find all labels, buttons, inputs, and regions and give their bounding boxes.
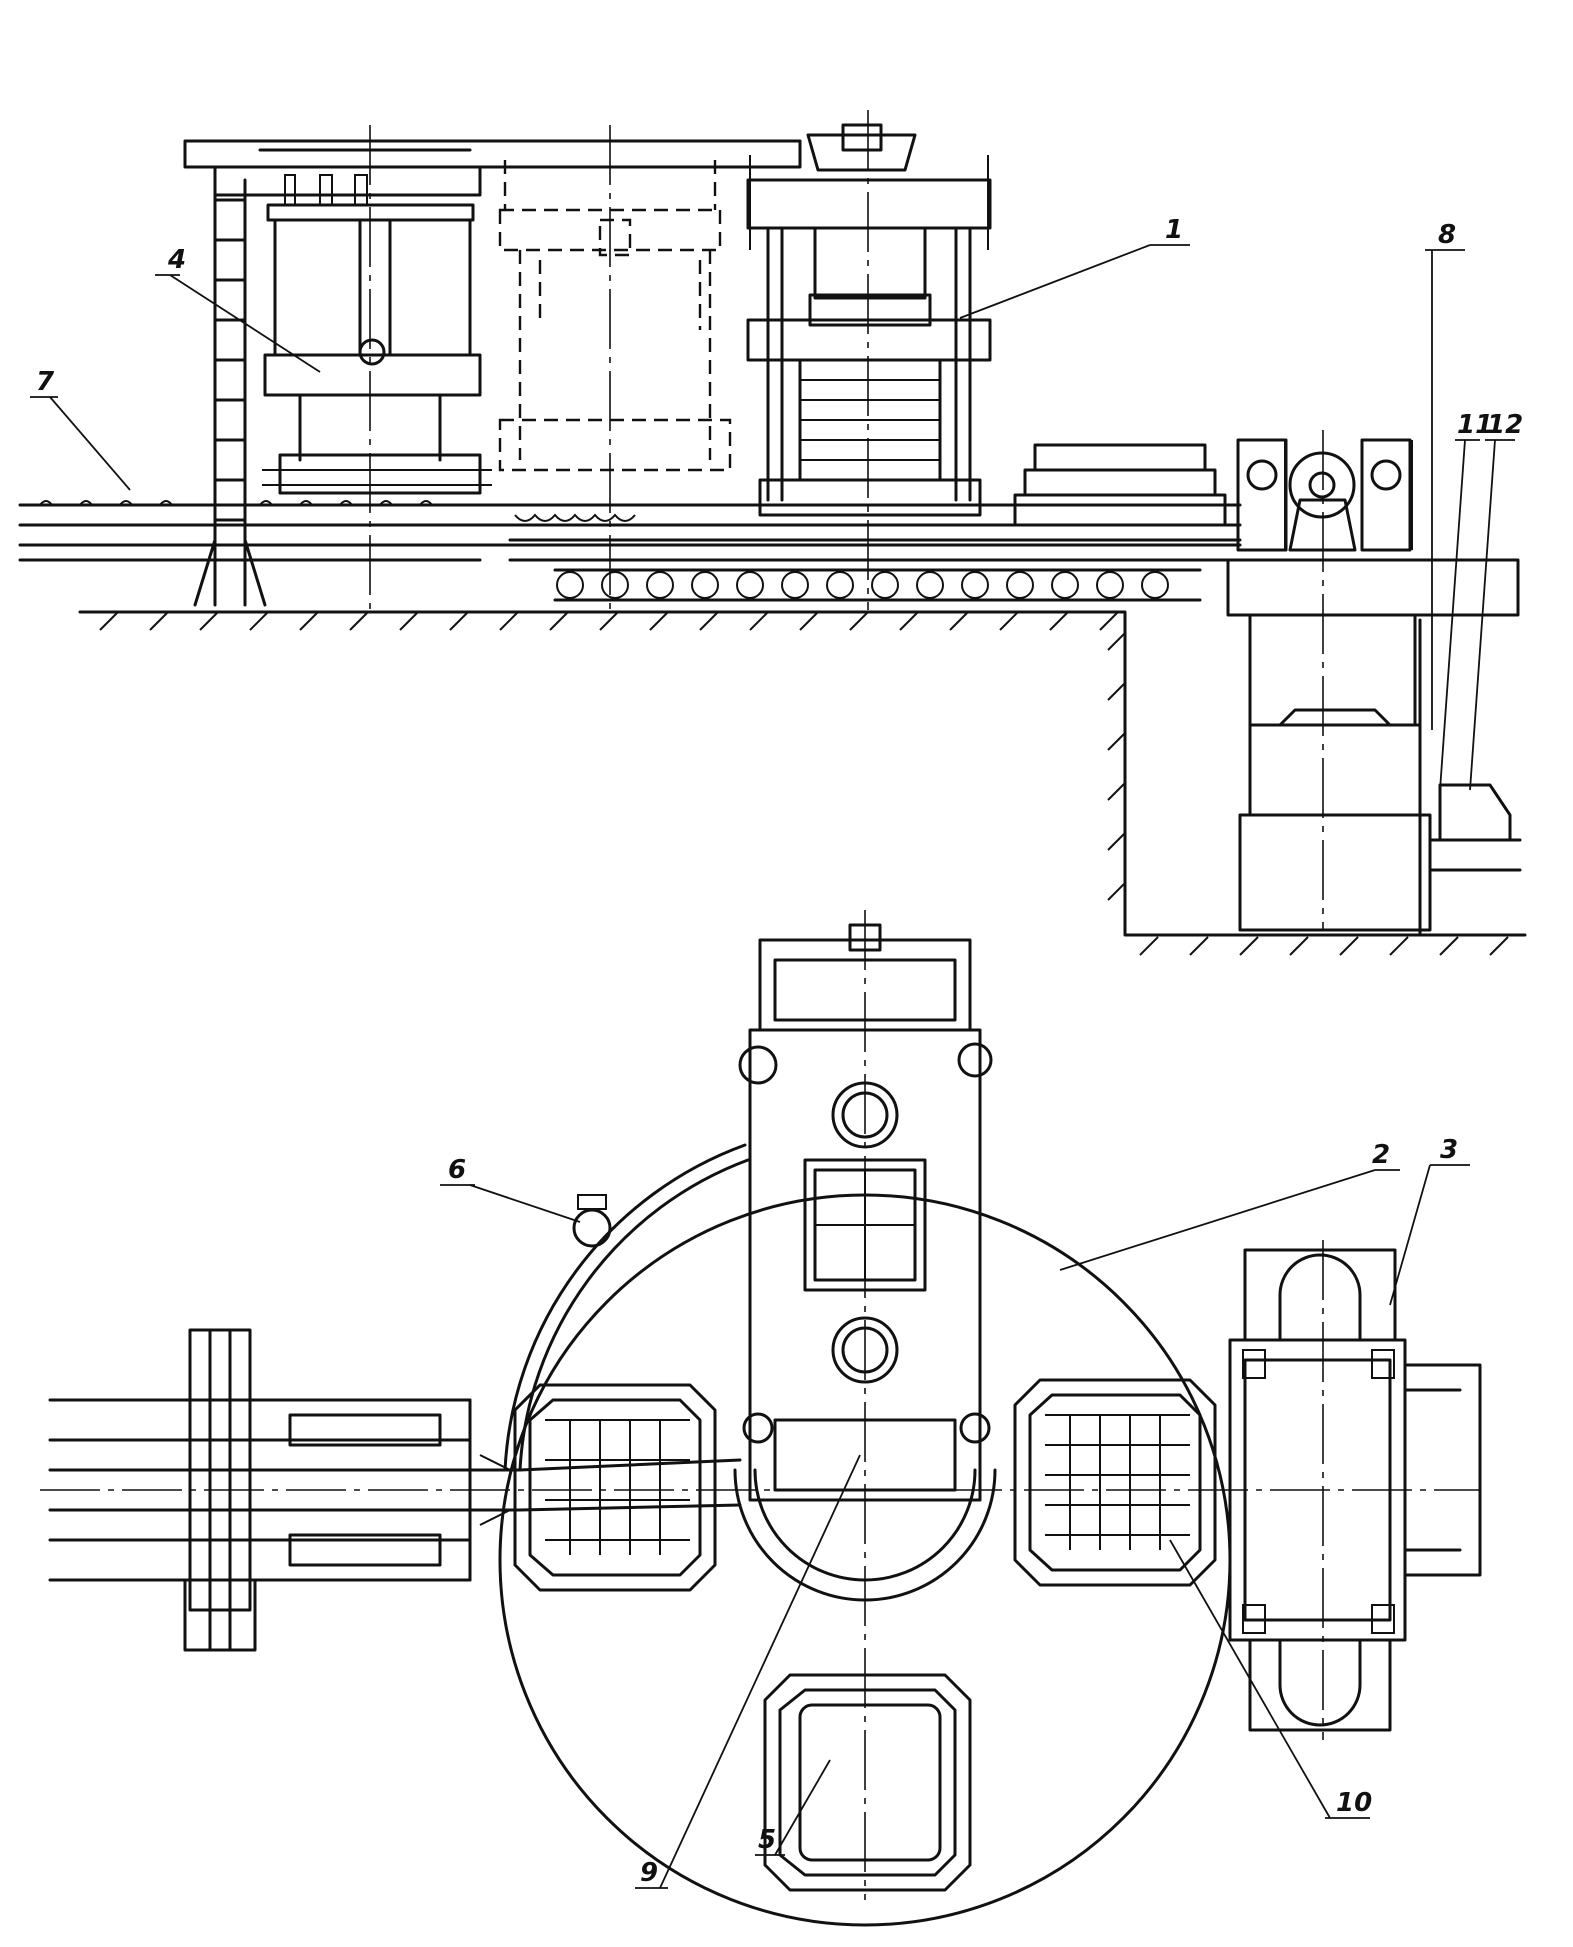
- left-press-frame: [262, 174, 492, 495]
- callout-8: 8: [1438, 220, 1456, 250]
- ground-line: [78, 610, 1527, 956]
- drive-unit: [1228, 1248, 1482, 1732]
- callout-4: 4: [167, 245, 186, 275]
- stacked-pallet: [1013, 443, 1227, 527]
- overhead-beam: [183, 139, 802, 169]
- guide-roller: [572, 1194, 612, 1248]
- callout-6: 6: [448, 1155, 466, 1185]
- plan-view: [40, 910, 1482, 1927]
- callout-11: 11: [1457, 410, 1493, 440]
- callout-10: 10: [1336, 1788, 1372, 1818]
- mould-left: [513, 1383, 717, 1592]
- callouts: 1 2 3 4 5 6 7 8 9 10: [30, 215, 1523, 1889]
- phantom-press: [498, 160, 732, 472]
- ladder-column: [193, 178, 267, 607]
- callout-5: 5: [758, 1825, 776, 1855]
- elevation-view: [18, 110, 1527, 956]
- callout-9: 9: [640, 1858, 658, 1888]
- roller-conveyor: [514, 513, 1169, 599]
- callout-12: 12: [1487, 410, 1523, 440]
- callout-3: 3: [1440, 1135, 1458, 1165]
- callout-2: 2: [1372, 1140, 1390, 1170]
- mould-right: [1013, 1378, 1217, 1587]
- mould-bottom: [763, 1673, 972, 1892]
- callout-1: 1: [1165, 215, 1183, 245]
- pit-gearbox: [1226, 558, 1522, 937]
- rail-track: [18, 500, 1242, 602]
- winch-assembly: [1236, 438, 1413, 552]
- callout-7: 7: [36, 367, 55, 397]
- main-press: [746, 123, 992, 517]
